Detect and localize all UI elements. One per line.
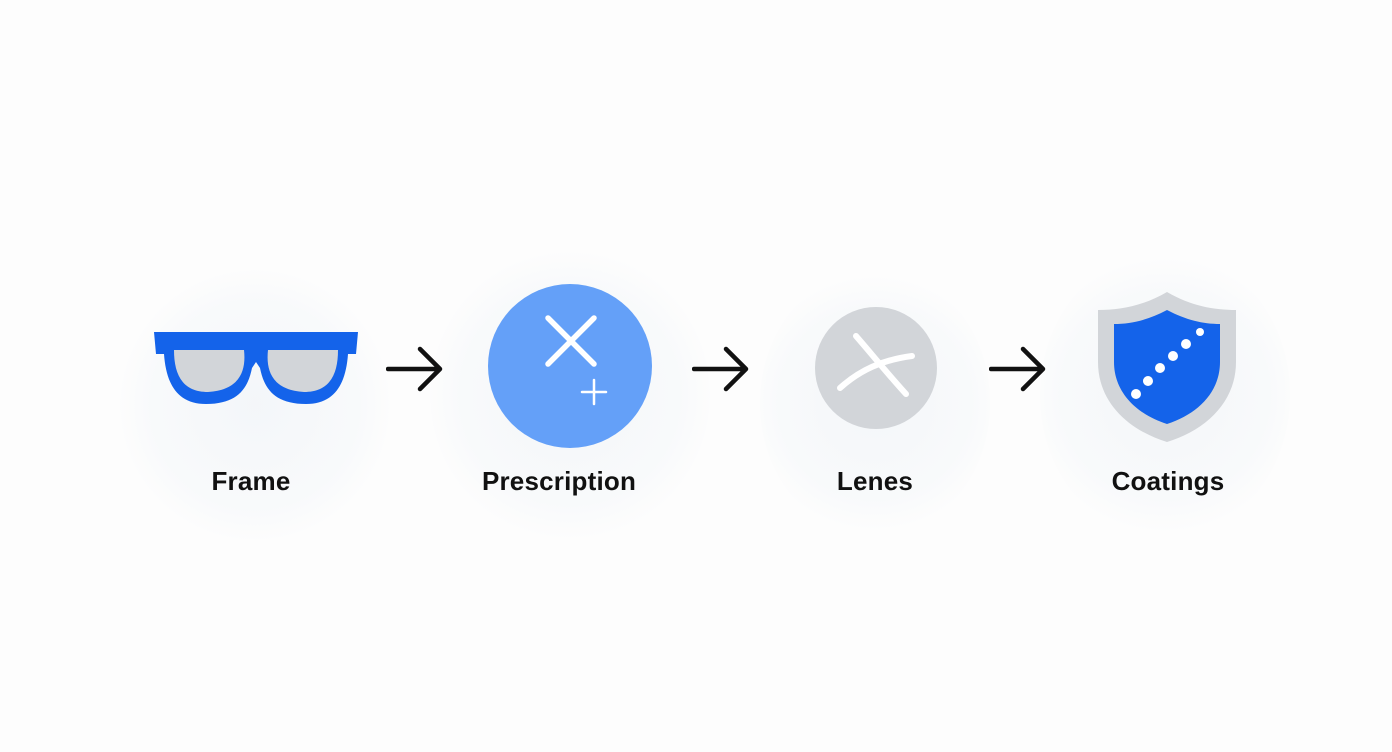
step-label-prescription: Prescription bbox=[481, 466, 637, 496]
eyeglasses-icon bbox=[154, 332, 358, 404]
arrow-right-icon bbox=[386, 346, 443, 392]
lens-icon bbox=[815, 307, 937, 429]
frame-halo bbox=[120, 270, 390, 540]
arrow-right-icon bbox=[989, 346, 1046, 392]
arrow-right-icon bbox=[692, 346, 749, 392]
step-label-frame: Frame bbox=[211, 466, 291, 496]
prescription-icon bbox=[488, 284, 652, 448]
step-label-lenses: Lenes bbox=[836, 466, 914, 496]
step-label-coatings: Coatings bbox=[1111, 466, 1225, 496]
shield-icon bbox=[1098, 292, 1236, 442]
